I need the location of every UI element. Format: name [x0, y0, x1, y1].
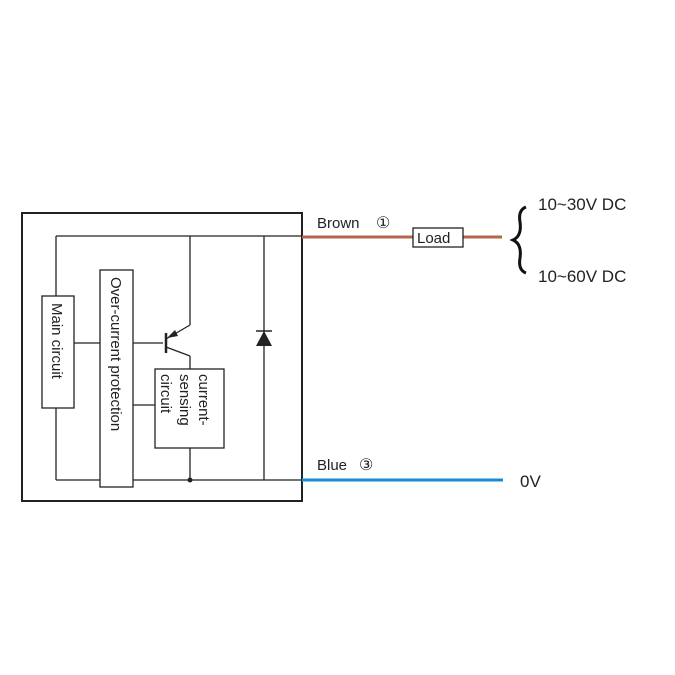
diode-icon — [256, 236, 272, 480]
current-sensing-label-1: current- — [195, 374, 212, 426]
brown-pin-number: ① — [376, 215, 390, 232]
supply-option-2: 10~60V DC — [538, 267, 626, 286]
current-sensing-label-3: circuit — [157, 374, 174, 414]
brace-icon — [509, 205, 527, 275]
ground-label: 0V — [520, 472, 541, 491]
supply-option-1: 10~30V DC — [538, 195, 626, 214]
over-current-label: Over-current protection — [107, 277, 124, 431]
sensor-housing — [21, 212, 303, 502]
over-current-box — [99, 269, 134, 488]
main-circuit-box — [41, 295, 75, 409]
transistor-icon — [164, 236, 191, 369]
load-label: Load — [417, 230, 450, 247]
blue-wire-label: Blue — [317, 457, 347, 474]
junction-dot — [187, 477, 193, 483]
brown-wire-label: Brown — [317, 215, 360, 232]
main-circuit-label: Main circuit — [48, 303, 65, 380]
current-sensing-label-2: sensing — [176, 374, 193, 426]
current-sensing-box — [154, 368, 225, 449]
blue-pin-number: ③ — [359, 457, 373, 474]
load-box — [412, 227, 464, 248]
